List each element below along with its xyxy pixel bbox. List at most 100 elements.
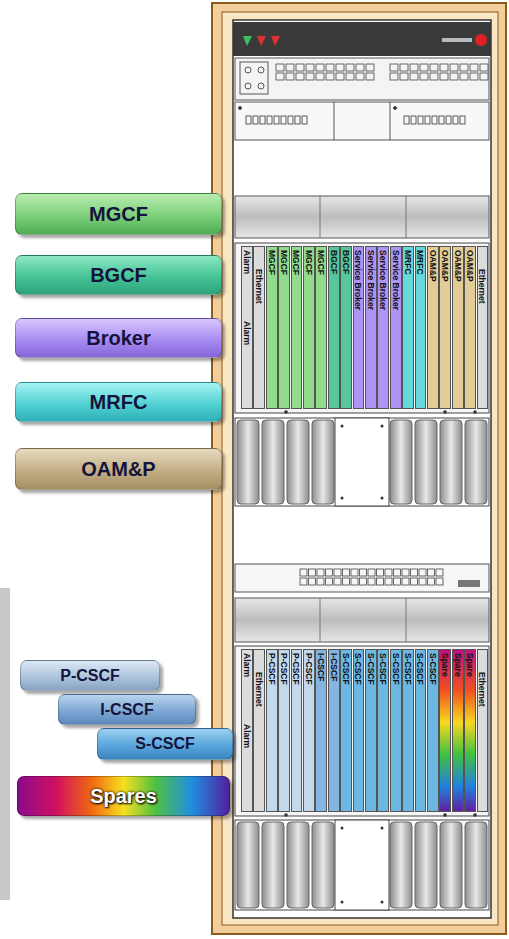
port bbox=[334, 569, 341, 576]
port bbox=[419, 578, 426, 585]
circuit-card: OAM&P bbox=[452, 246, 464, 409]
circuit-card: Spare bbox=[439, 649, 451, 812]
port bbox=[336, 64, 344, 71]
label-text: OAM&P bbox=[81, 458, 155, 481]
circuit-card: Ethernet bbox=[477, 246, 489, 409]
port bbox=[436, 578, 443, 585]
label-text: Spare bbox=[440, 653, 450, 677]
breaker bbox=[453, 116, 458, 124]
breaker bbox=[260, 116, 265, 124]
circuit-card: MRFC bbox=[402, 246, 414, 409]
port bbox=[343, 569, 350, 576]
port bbox=[276, 73, 284, 80]
label-text: MGCF bbox=[89, 203, 148, 226]
label-text: S-CSCF bbox=[135, 735, 195, 753]
label-text: MGCF bbox=[292, 250, 302, 275]
breaker bbox=[446, 116, 451, 124]
ethernet-switch bbox=[235, 564, 489, 592]
port bbox=[306, 73, 314, 80]
circuit-card: BGCF bbox=[340, 246, 352, 409]
breaker bbox=[288, 116, 293, 124]
circuit-card: S-CSCF bbox=[377, 649, 389, 812]
port bbox=[440, 64, 448, 71]
fan-unit bbox=[235, 820, 489, 910]
port bbox=[390, 64, 398, 71]
label-text: Service Broker bbox=[366, 250, 376, 310]
breaker bbox=[460, 116, 465, 124]
port bbox=[419, 569, 426, 576]
port bbox=[326, 578, 333, 585]
circuit-card: Spare bbox=[452, 649, 464, 812]
port bbox=[351, 578, 358, 585]
circuit-card: OAM&P bbox=[464, 246, 476, 409]
port bbox=[306, 64, 314, 71]
label-text: Alarm bbox=[242, 321, 252, 345]
fan-module bbox=[440, 420, 462, 504]
label-text: I-CSCF bbox=[316, 653, 326, 681]
port bbox=[450, 73, 458, 80]
fan-module bbox=[312, 822, 334, 908]
circuit-card: P-CSCF bbox=[266, 649, 278, 812]
fan-module bbox=[262, 420, 284, 504]
circuit-card: Ethernet bbox=[253, 649, 265, 812]
port bbox=[385, 578, 392, 585]
circuit-card: Ethernet bbox=[477, 649, 489, 812]
circuit-card: MRFC bbox=[415, 246, 427, 409]
port bbox=[356, 64, 364, 71]
port bbox=[411, 578, 418, 585]
circuit-card: I-CSCF bbox=[328, 649, 340, 812]
circuit-card: MGCF bbox=[278, 246, 290, 409]
port bbox=[276, 64, 284, 71]
circuit-card: S-CSCF bbox=[427, 649, 439, 812]
circuit-card: P-CSCF bbox=[278, 649, 290, 812]
port bbox=[430, 64, 438, 71]
label-text: S-CSCF bbox=[366, 653, 376, 685]
port bbox=[428, 578, 435, 585]
label-text: Spare bbox=[465, 653, 475, 677]
port bbox=[411, 569, 418, 576]
breaker bbox=[274, 116, 279, 124]
circuit-card: AlarmAlarm bbox=[241, 649, 253, 812]
callout-box: MRFC bbox=[15, 382, 222, 422]
circuit-card: P-CSCF bbox=[303, 649, 315, 812]
port bbox=[360, 569, 367, 576]
label-text: BGCF bbox=[90, 264, 147, 287]
circuit-card: Ethernet bbox=[253, 246, 265, 409]
label-text: I-CSCF bbox=[100, 701, 153, 719]
port bbox=[410, 64, 418, 71]
port bbox=[390, 73, 398, 80]
label-text: Ethernet bbox=[478, 269, 488, 303]
port bbox=[334, 578, 341, 585]
label-text: S-CSCF bbox=[341, 653, 351, 685]
port bbox=[460, 64, 468, 71]
status-panel bbox=[233, 22, 491, 56]
label-text: OAM&P bbox=[440, 250, 450, 282]
port bbox=[316, 73, 324, 80]
fan-module bbox=[390, 420, 412, 504]
cabinet-inner bbox=[222, 12, 498, 925]
callout-box: S-CSCF bbox=[97, 728, 233, 760]
breaker bbox=[281, 116, 286, 124]
port bbox=[470, 73, 478, 80]
circuit-card: MGCF bbox=[266, 246, 278, 409]
port bbox=[480, 64, 488, 71]
port bbox=[436, 569, 443, 576]
label-text: MGCF bbox=[267, 250, 277, 275]
cabinet-frame bbox=[212, 3, 506, 934]
port bbox=[377, 578, 384, 585]
port bbox=[440, 73, 448, 80]
breaker bbox=[404, 116, 409, 124]
label-text: OAM&P bbox=[465, 250, 475, 282]
circuit-card: OAM&P bbox=[439, 246, 451, 409]
breaker bbox=[295, 116, 300, 124]
label-text: P-CSCF bbox=[279, 653, 289, 685]
label-text: MRFC bbox=[416, 250, 426, 275]
port bbox=[326, 64, 334, 71]
port bbox=[460, 73, 468, 80]
side-bar bbox=[0, 588, 10, 900]
port bbox=[366, 73, 374, 80]
breaker bbox=[302, 116, 307, 124]
fan-tray bbox=[235, 196, 489, 238]
port bbox=[343, 578, 350, 585]
